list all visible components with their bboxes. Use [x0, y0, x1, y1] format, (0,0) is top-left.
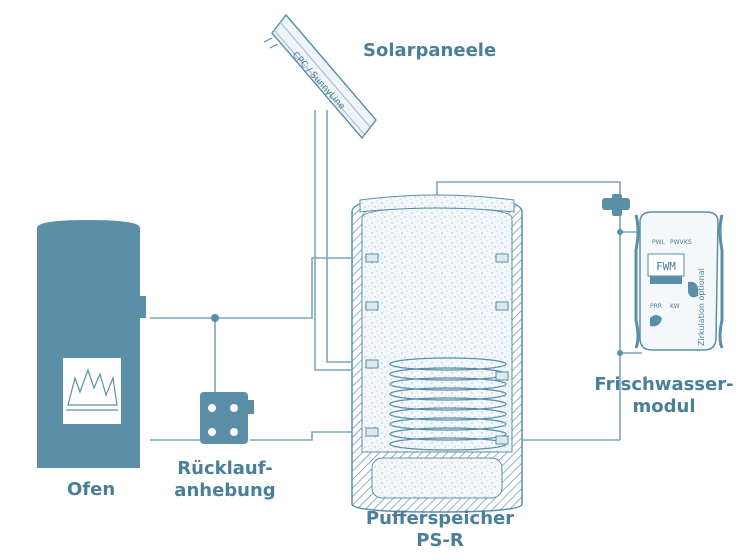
stove-fire-window: [63, 358, 121, 424]
solar-panels-label: Solarpaneele: [363, 40, 497, 61]
return-raising-label-line2: anhebung: [174, 480, 276, 501]
fresh-water-module-label-line1: Frischwasser-: [594, 374, 734, 395]
module-port-pwl: PWL: [652, 239, 666, 246]
buffer-tank-label-line1: Pufferspeicher: [365, 508, 515, 529]
stove: [37, 220, 146, 468]
mixing-valve: [602, 194, 630, 216]
fresh-water-module-label: Frischwasser- modul: [594, 374, 734, 418]
junction-dot: [617, 350, 623, 356]
module-port-kw: KW: [670, 303, 680, 310]
module-side-text: Zirkulation optional: [697, 268, 706, 346]
buffer-tank-label: Pufferspeicher PS-R: [362, 508, 518, 552]
solar-panel: CPC / SunnyLine: [263, 13, 377, 140]
fresh-water-module: FWM PWL PWV KS PRR KW Zirkulation option…: [634, 211, 724, 351]
module-port-prr: PRR: [650, 303, 662, 310]
heat-exchanger-coil: [389, 357, 507, 451]
module-port-pwv: PWV: [670, 239, 685, 246]
module-port-ks: KS: [684, 239, 692, 246]
return-raising-label: Rücklauf- anhebung: [170, 458, 280, 502]
junction-dot: [211, 314, 219, 322]
buffer-tank-label-line2: PS-R: [416, 530, 464, 551]
fresh-water-module-label-line2: modul: [632, 396, 696, 417]
tank-connections: [365, 253, 509, 445]
return-raising-unit: [200, 392, 254, 444]
return-raising-label-line1: Rücklauf-: [177, 458, 273, 479]
buffer-tank: [351, 194, 523, 513]
stove-label: Ofen: [67, 479, 116, 500]
junction-dot: [617, 229, 623, 235]
module-label-fwm: FWM: [656, 260, 676, 273]
pipes: [150, 110, 642, 441]
